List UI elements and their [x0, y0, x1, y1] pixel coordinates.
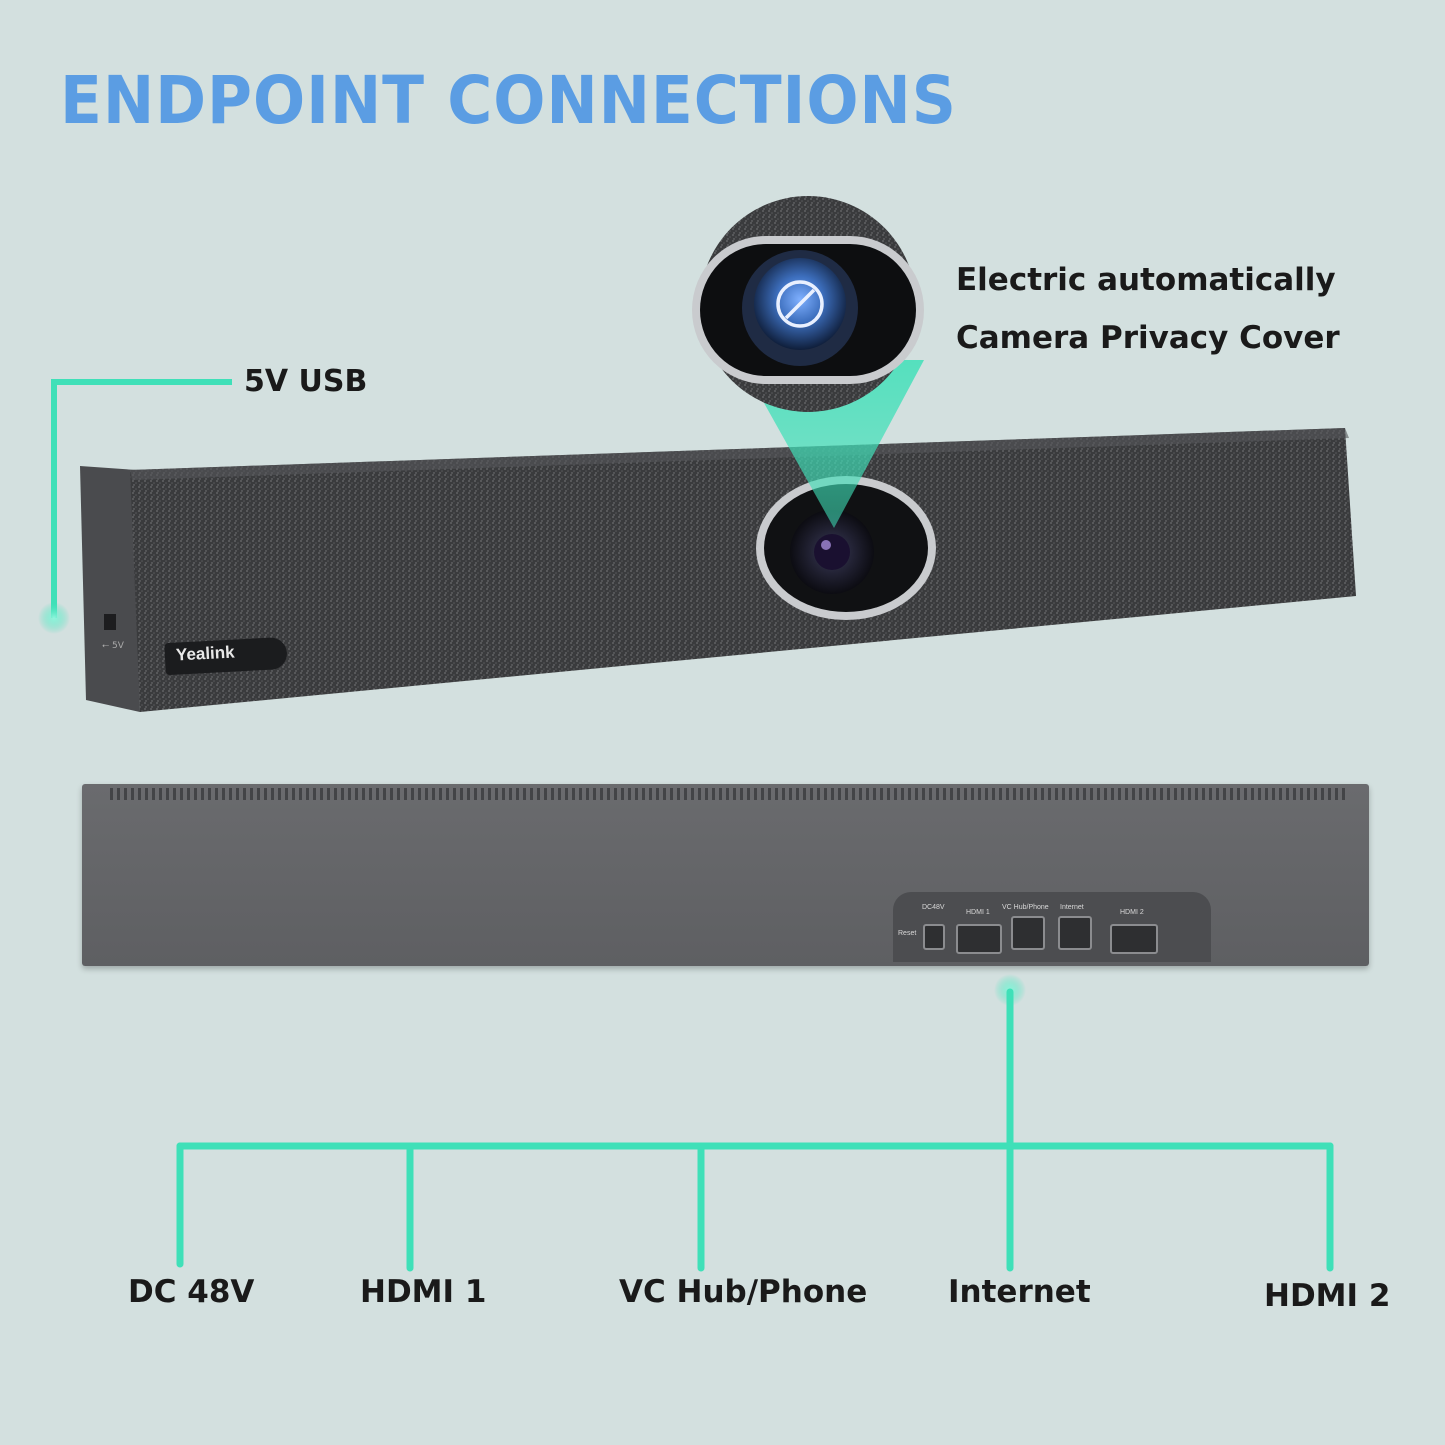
usb-port: [104, 614, 116, 630]
label-vc-hub-phone: VC Hub/Phone: [619, 1274, 868, 1310]
soundbar-front-illustration: ⭠ 5V: [38, 196, 1356, 712]
label-hdmi1: HDMI 1: [360, 1274, 487, 1310]
soundbar-end-cap: [80, 466, 140, 712]
port-recess: [893, 892, 1211, 962]
internet-port: [1058, 916, 1092, 950]
rear-hdmi2-text: HDMI 2: [1120, 909, 1144, 916]
rear-reset-text: Reset: [898, 930, 917, 937]
label-hdmi2: HDMI 2: [1264, 1278, 1391, 1314]
brand-logo-text: Yealink: [175, 642, 236, 665]
rear-internet-text: Internet: [1060, 904, 1084, 911]
rear-glow-dot: [994, 974, 1026, 1006]
usb-label: 5V USB: [244, 364, 368, 399]
privacy-cover-label-line1: Electric automatically: [956, 262, 1336, 298]
page-title: ENDPOINT CONNECTIONS: [60, 62, 957, 139]
label-internet: Internet: [948, 1274, 1091, 1310]
rear-dc-text: DC48V: [922, 904, 945, 911]
rear-vc-text: VC Hub/Phone: [1002, 904, 1049, 911]
vc-hub-port: [1011, 916, 1045, 950]
soundbar-fabric-body: [130, 428, 1356, 712]
usb-connector-line: [51, 379, 232, 618]
hdmi2-port: [1110, 924, 1158, 954]
hdmi1-port: [956, 924, 1002, 954]
usb-symbol-icon: ⭠ 5V: [102, 641, 125, 651]
usb-glow-dot: [38, 602, 70, 634]
label-dc-48v: DC 48V: [128, 1274, 255, 1310]
rear-hdmi1-text: HDMI 1: [966, 909, 990, 916]
privacy-cover-label-line2: Camera Privacy Cover: [956, 320, 1340, 356]
dc-port: [923, 924, 945, 950]
vent-strip: [110, 788, 1345, 800]
